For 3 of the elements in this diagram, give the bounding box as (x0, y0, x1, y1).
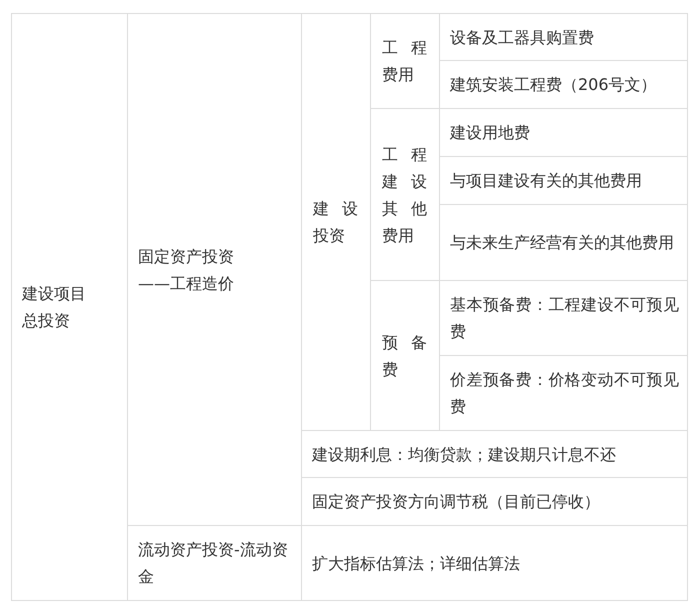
table-cell: 建设项目总投资 (11, 13, 128, 601)
table-cell: 设备及工器具购置费 (439, 13, 688, 61)
table-cell: 扩大指标估算法；详细估算法 (301, 525, 688, 601)
